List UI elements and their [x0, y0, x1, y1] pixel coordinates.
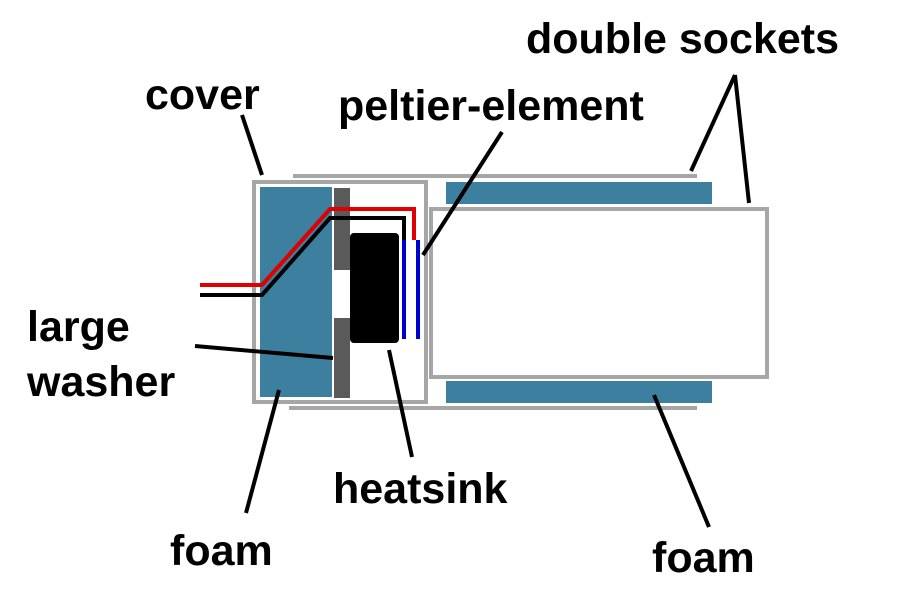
- foam-strip-bottom: [446, 381, 712, 403]
- label-large: large: [27, 303, 130, 351]
- cover-outline: [252, 180, 428, 404]
- cover-housing: [252, 174, 697, 410]
- leader-double-sockets-1: [689, 74, 737, 172]
- washer-segment-top: [334, 188, 350, 270]
- leader-large-washer: [194, 344, 334, 360]
- double-socket-box: [429, 207, 769, 379]
- leader-foam-left: [244, 389, 281, 514]
- leader-peltier: [421, 130, 504, 257]
- leader-lines: [194, 74, 751, 528]
- label-washer: washer: [26, 358, 175, 406]
- leader-foam-right: [652, 394, 711, 528]
- wire-red: [200, 207, 416, 287]
- label-double-sockets: double sockets: [526, 15, 839, 63]
- leader-heatsink: [387, 349, 414, 458]
- foam-strip-top: [446, 182, 712, 204]
- label-foam-right: foam: [652, 534, 755, 582]
- label-cover: cover: [145, 71, 260, 119]
- label-peltier-element: peltier-element: [338, 82, 644, 130]
- washer-segment-bottom: [334, 318, 350, 398]
- heatsink-block: [350, 233, 399, 343]
- peltier-element: [402, 240, 420, 339]
- leader-double-sockets-2: [733, 74, 751, 204]
- label-heatsink: heatsink: [333, 465, 508, 513]
- leader-cover: [240, 114, 264, 176]
- label-foam-left: foam: [170, 527, 273, 575]
- wire-black: [200, 216, 406, 297]
